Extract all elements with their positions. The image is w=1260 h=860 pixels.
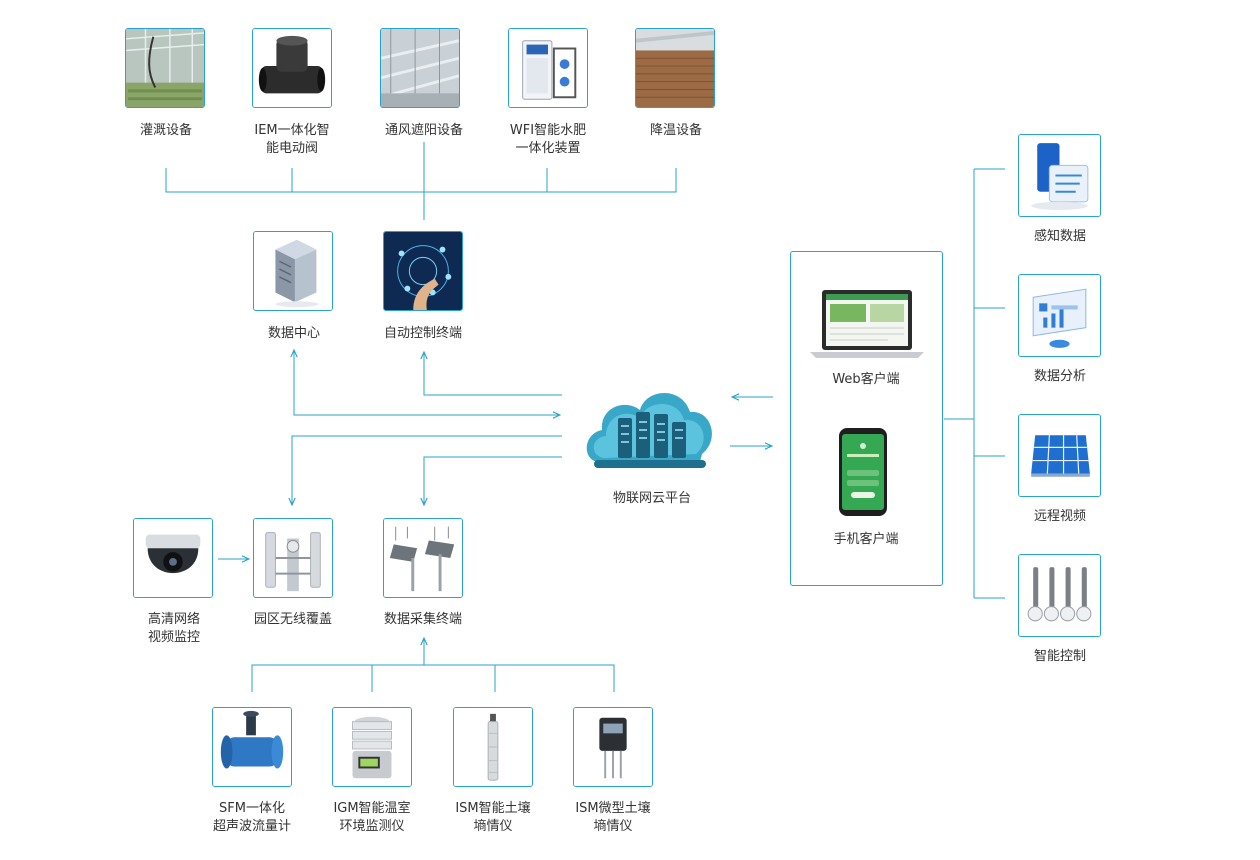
smartphone-icon (839, 428, 887, 516)
laptop-icon (810, 290, 924, 358)
greenhouse-monitor-image (332, 707, 412, 787)
greenhouse-irrigation-icon (126, 29, 204, 107)
cooling-device-label: 降温设备 (649, 123, 702, 138)
data-analysis-image (1018, 274, 1101, 357)
antenna-tower-icon (254, 519, 332, 597)
dome-camera-icon (134, 519, 212, 597)
ultrasonic-flowmeter-icon (213, 708, 291, 786)
collector-label: 数据采集终端 (383, 612, 462, 627)
camera-image (133, 518, 213, 598)
ventilation-shading-label: 通风遮阳设备 (384, 123, 463, 138)
server-tower-icon (254, 232, 332, 310)
mobile-client-image (837, 426, 889, 518)
solar-collector-icon (384, 519, 462, 597)
flowmeter-image (212, 707, 292, 787)
collector-image (383, 518, 463, 598)
remote-video-image (1018, 414, 1101, 497)
phone-data-icon (1019, 135, 1100, 216)
mini-soil-sensor-image (573, 707, 653, 787)
electric-valve-icon (253, 29, 331, 107)
mini-soil-sensor-icon (574, 708, 652, 786)
cloud-server-icon (586, 393, 712, 468)
cloud-platform-image (580, 370, 720, 480)
electric-valve-label: IEM一体化智 能电动阀 (254, 123, 330, 156)
smart-control-image (1018, 554, 1101, 637)
dashboard-analysis-icon (1019, 275, 1100, 356)
data-center-image (253, 231, 333, 311)
auto-control-terminal-label: 自动控制终端 (383, 326, 462, 341)
client-panel (790, 251, 943, 586)
auto-control-terminal-image (383, 231, 463, 311)
ventilation-shading-icon (381, 29, 459, 107)
camera-label: 高清网络 视频监控 (147, 612, 200, 645)
irrigation-device-image (125, 28, 205, 108)
water-fertilizer-label: WFI智能水肥 一体化装置 (509, 123, 587, 156)
cooling-device-image (635, 28, 715, 108)
soil-probe-icon (454, 708, 532, 786)
sensing-data-image (1018, 134, 1101, 217)
mini-soil-sensor-label: ISM微型土壤 墒情仪 (575, 801, 651, 834)
video-wall-icon (1019, 415, 1100, 496)
soil-sensor-image (453, 707, 533, 787)
data-center-label: 数据中心 (267, 326, 320, 341)
smart-control-label: 智能控制 (1033, 649, 1086, 664)
soil-sensor-label: ISM智能土壤 墒情仪 (455, 801, 531, 834)
environment-monitor-icon (333, 708, 411, 786)
water-fertilizer-machine-icon (509, 29, 587, 107)
cloud-platform-label: 物联网云平台 (612, 491, 691, 506)
web-client-image (808, 286, 926, 362)
greenhouse-monitor-label: IGM智能温室 环境监测仪 (333, 801, 411, 834)
sensing-data-label: 感知数据 (1033, 229, 1086, 244)
ventilation-shading-image (380, 28, 460, 108)
water-fertilizer-image (508, 28, 588, 108)
cooling-pad-icon (636, 29, 714, 107)
remote-video-label: 远程视频 (1033, 509, 1086, 524)
electric-valve-image (252, 28, 332, 108)
thermometers-icon (1019, 555, 1100, 636)
wireless-label: 园区无线覆盖 (253, 612, 332, 627)
irrigation-device-label: 灌溉设备 (139, 123, 192, 138)
data-analysis-label: 数据分析 (1033, 369, 1086, 384)
flowmeter-label: SFM一体化 超声波流量计 (212, 801, 291, 834)
wireless-image (253, 518, 333, 598)
web-client-label: Web客户端 (832, 372, 900, 387)
mobile-client-label: 手机客户端 (833, 532, 899, 547)
network-hand-icon (384, 232, 462, 310)
